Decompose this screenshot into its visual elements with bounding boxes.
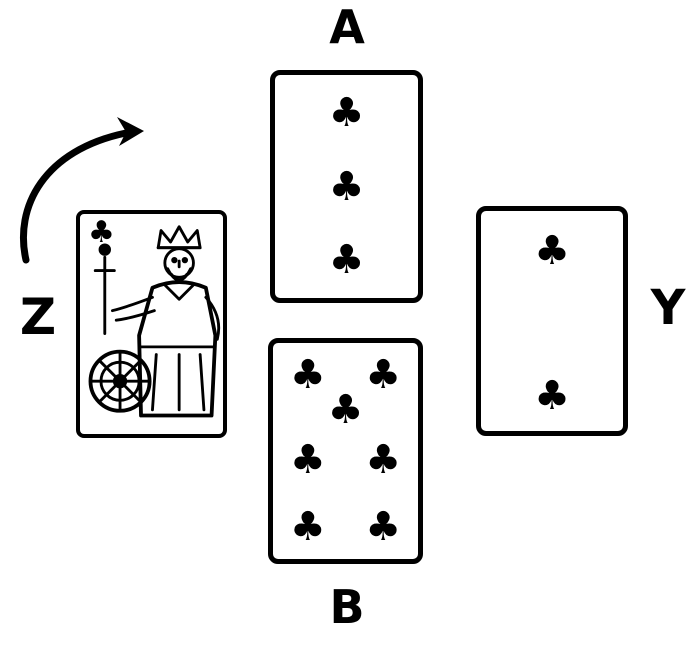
club-icon: ♣ bbox=[289, 503, 326, 550]
club-icon: ♣ bbox=[328, 89, 365, 136]
club-icon: ♣ bbox=[365, 352, 402, 399]
card-b-seven-of-clubs: ♣ ♣ ♣ ♣ ♣ ♣ ♣ bbox=[268, 338, 423, 564]
label-y: Y bbox=[650, 280, 686, 336]
club-icon: ♣ bbox=[328, 237, 365, 284]
curved-arrow-icon bbox=[19, 117, 144, 264]
label-z: Z bbox=[19, 288, 57, 346]
club-icon: ♣ bbox=[88, 215, 115, 250]
club-icon: ♣ bbox=[534, 227, 570, 274]
label-b: B bbox=[329, 580, 365, 634]
club-icon: ♣ bbox=[328, 163, 365, 210]
label-a: A bbox=[329, 0, 365, 54]
club-icon: ♣ bbox=[534, 372, 570, 419]
club-icon: ♣ bbox=[365, 436, 402, 483]
club-icon: ♣ bbox=[289, 436, 326, 483]
club-icon: ♣ bbox=[365, 503, 402, 550]
card-z-king-of-clubs: ♣ bbox=[76, 210, 227, 438]
king-of-clubs-illustration bbox=[88, 225, 221, 418]
card-a-three-of-clubs: ♣ ♣ ♣ bbox=[270, 70, 423, 303]
club-icon: ♣ bbox=[327, 386, 364, 433]
card-y-two-of-clubs: ♣ ♣ bbox=[476, 206, 628, 436]
club-icon: ♣ bbox=[289, 352, 326, 399]
